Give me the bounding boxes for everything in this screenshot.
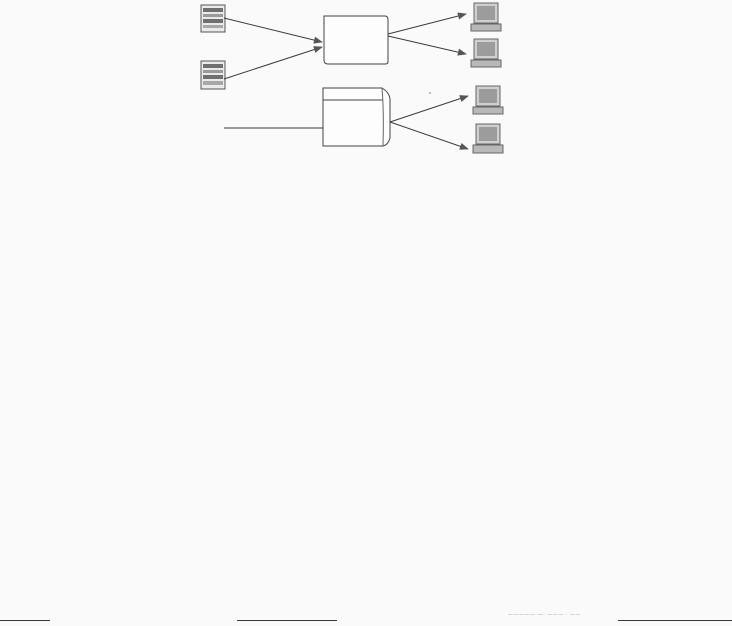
arrow-source-top-to-process [223,17,323,44]
storage-box [322,87,391,147]
footer-rule-center [237,620,337,621]
computer-icon [470,2,502,32]
server-icon [200,60,226,90]
server-icon [200,4,226,33]
footer-rule-left [0,620,50,621]
arrow-storage-to-client-3 [389,95,469,123]
computer-icon [472,85,504,115]
computer-icon [472,123,504,154]
footer-caption: ————— —· ——— · —— [508,612,582,618]
arrow-process-to-client-1 [387,12,467,35]
speck-mark [429,92,431,94]
arrow-storage-to-client-4 [389,121,469,150]
computer-icon [470,38,502,68]
process-box [323,15,389,65]
arrow-process-to-client-2 [387,35,467,56]
arrow-source-bottom-to-process [223,46,323,80]
footer-rule-right [618,620,732,621]
